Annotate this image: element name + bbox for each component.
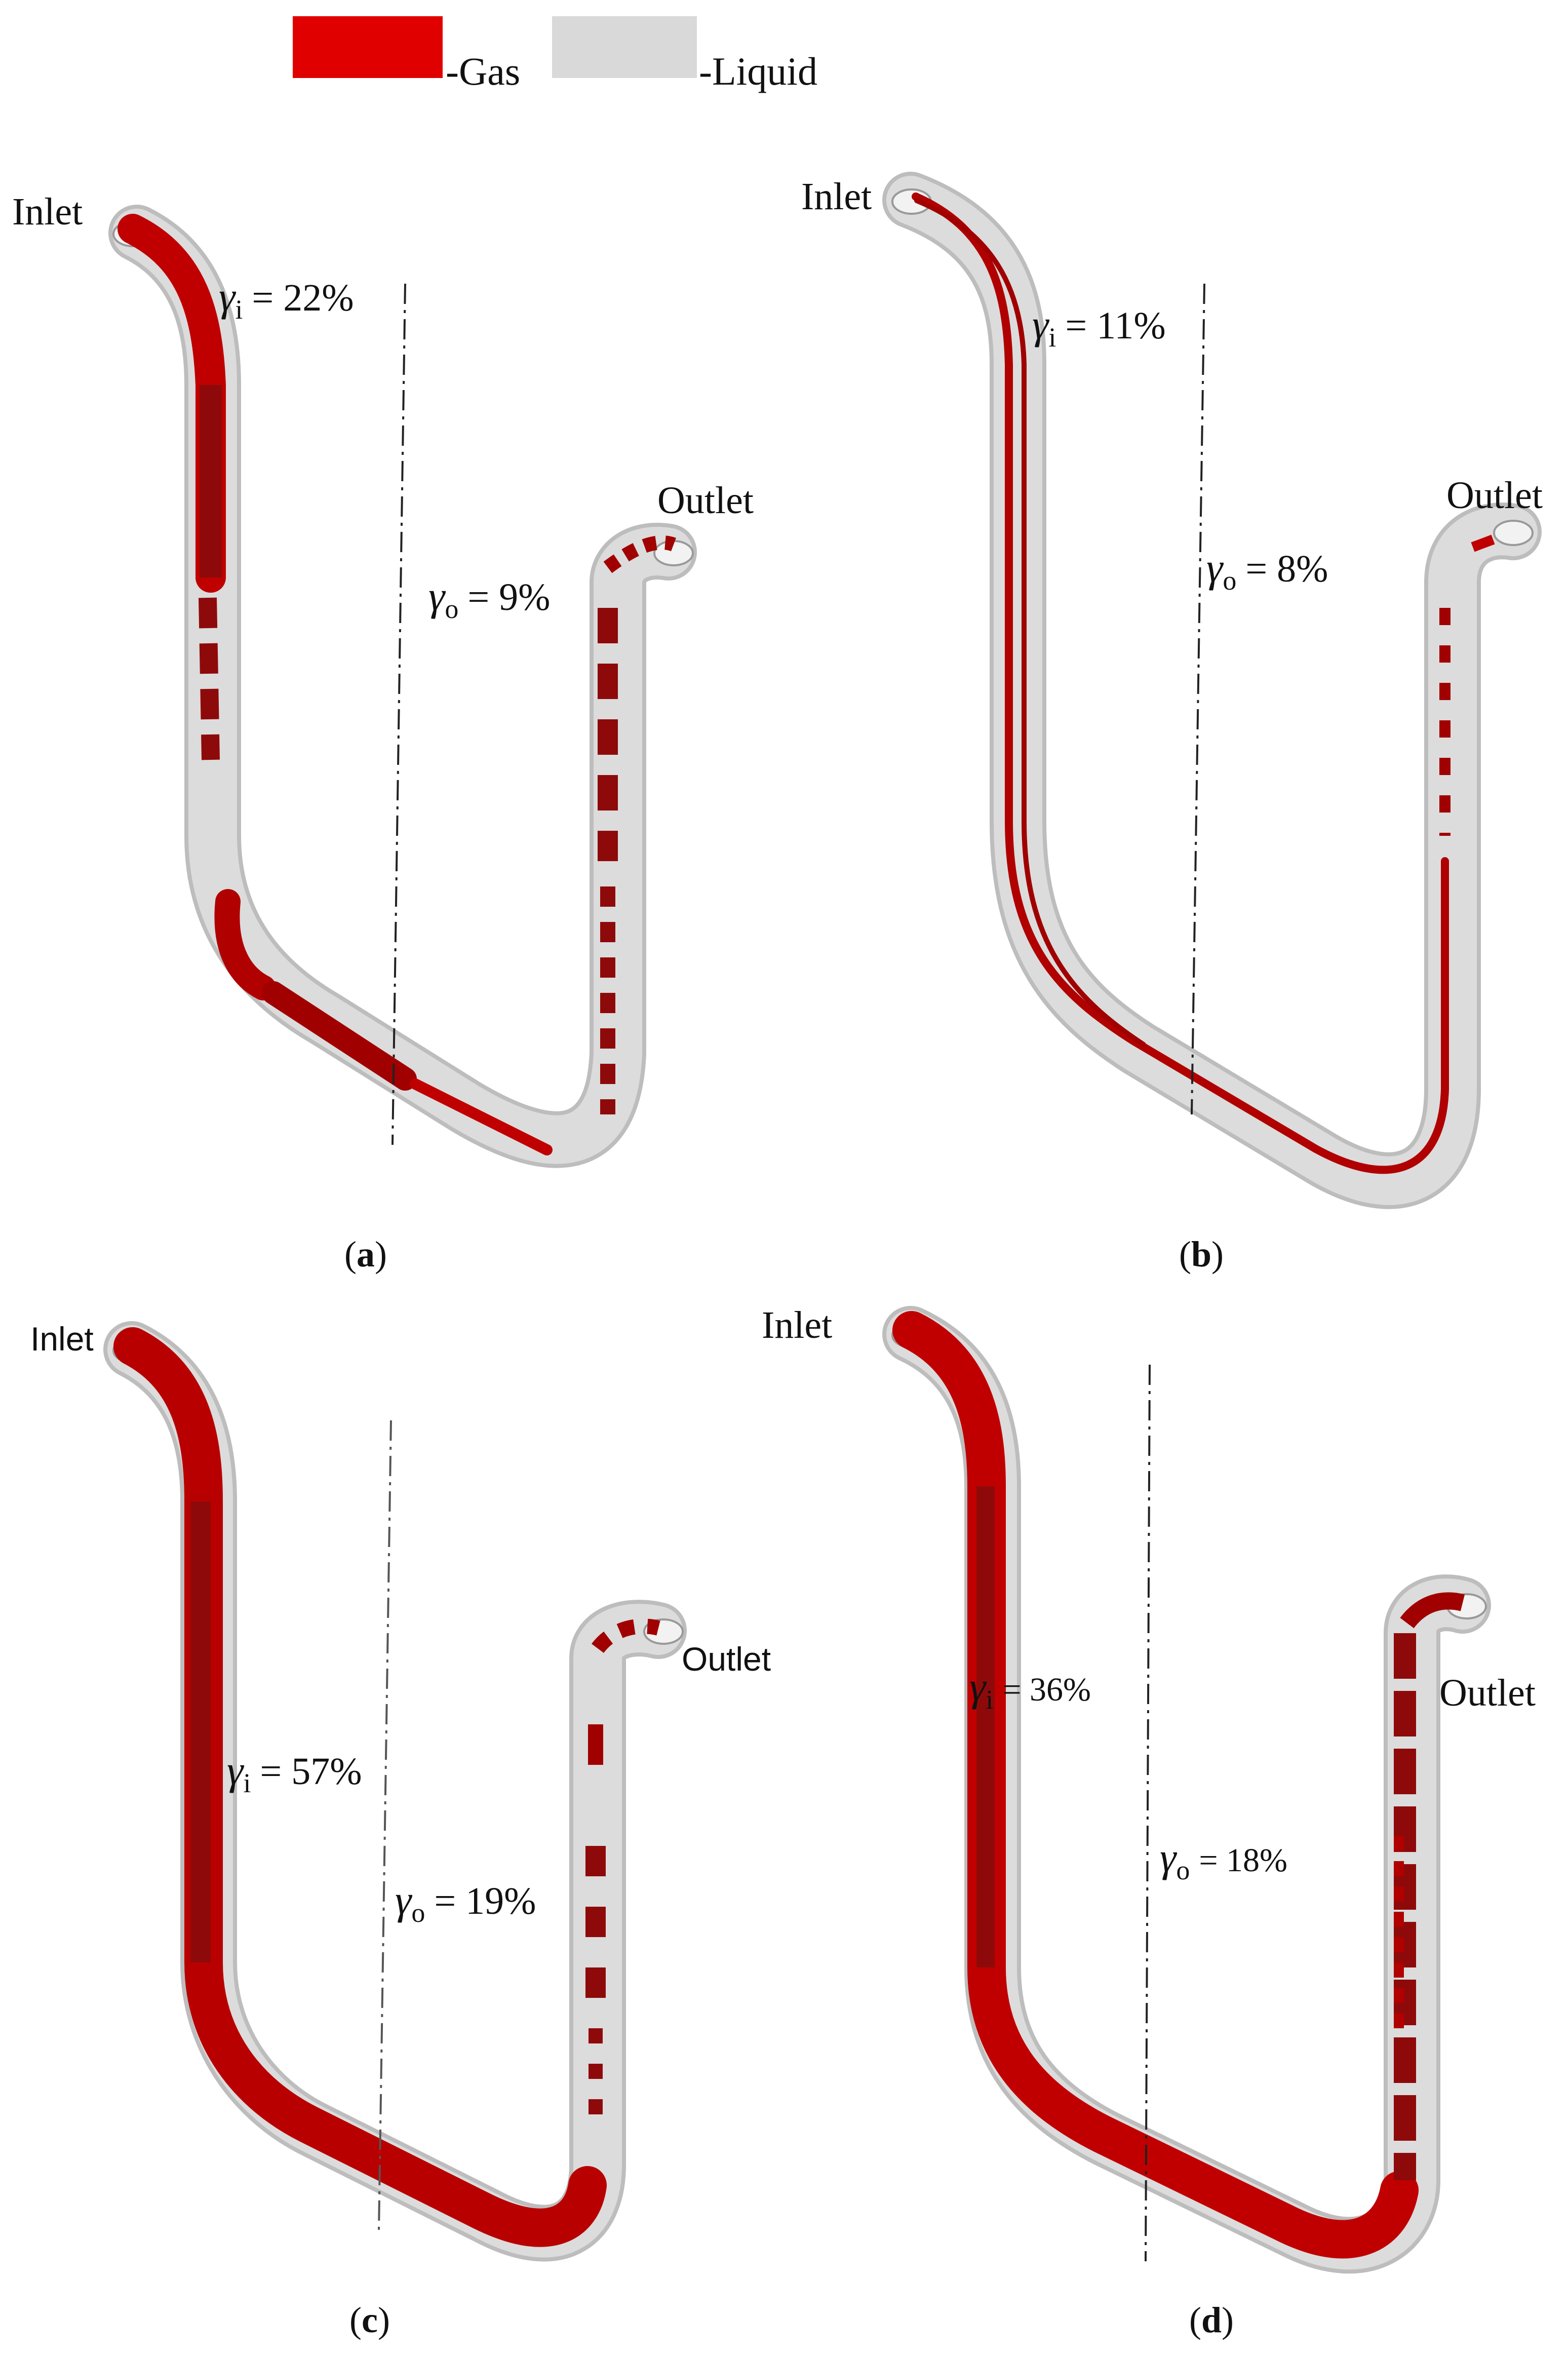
gamma-inlet-c: γi = 57%	[227, 1747, 362, 1797]
inlet-label-a: Inlet	[12, 190, 83, 233]
outlet-label-b: Outlet	[1446, 474, 1543, 517]
panel-d: Inlet Outlet γi= 36% γo= 18% (d)	[762, 1177, 1568, 2354]
legend-liquid-label: -Liquid	[699, 49, 817, 93]
gamma-value: = 9%	[467, 576, 551, 619]
pipe-b	[882, 172, 1542, 1209]
gamma-symbol: γ	[969, 1664, 986, 1710]
outlet-label-a: Outlet	[657, 479, 754, 522]
gamma-value: = 22%	[252, 277, 354, 319]
gamma-inlet-a: γi = 22%	[219, 274, 354, 324]
panel-letter: a	[356, 1234, 375, 1275]
gamma-outlet-c: γo = 19%	[395, 1877, 536, 1927]
gamma-subscript: i	[1048, 322, 1056, 353]
gamma-symbol: γ	[1160, 1834, 1177, 1880]
gamma-subscript: o	[1176, 1855, 1190, 1885]
inlet-label-b: Inlet	[801, 175, 872, 218]
outlet-opening-a	[653, 540, 694, 566]
gamma-symbol: γ	[395, 1877, 412, 1923]
axis-line-d	[1145, 1364, 1151, 2262]
gamma-subscript: o	[445, 594, 459, 624]
outlet-label-c: Outlet	[682, 1640, 771, 1678]
panel-letter: d	[1201, 2300, 1222, 2340]
legend-gas-swatch	[293, 16, 443, 78]
gamma-value: = 19%	[434, 1880, 536, 1922]
gamma-value: = 57%	[260, 1750, 362, 1793]
panel-c: Inlet Outlet γi= 57% γo= 19% (c)	[0, 1177, 784, 2354]
panel-letter: c	[361, 2300, 378, 2340]
gamma-symbol: γ	[428, 573, 445, 619]
gamma-subscript: o	[1223, 565, 1237, 596]
pipe-a	[108, 205, 697, 1168]
gamma-inlet-d: γi = 36%	[969, 1664, 1091, 1714]
panel-caption-d: (d)	[1189, 2300, 1234, 2340]
gamma-inlet-b: γi = 11%	[1032, 301, 1166, 352]
gamma-symbol: γ	[227, 1747, 244, 1793]
axis-line-b	[1191, 283, 1205, 1115]
panel-caption-a: (a)	[344, 1234, 387, 1275]
outlet-opening-b	[1493, 520, 1534, 546]
inlet-label-d: Inlet	[762, 1304, 833, 1346]
inlet-label-c: Inlet	[30, 1320, 94, 1358]
gamma-value: = 36%	[1002, 1671, 1091, 1708]
gamma-symbol: γ	[1032, 301, 1049, 348]
gamma-value: = 11%	[1065, 304, 1166, 347]
axis-line-c	[378, 1420, 392, 2231]
legend-liquid-swatch	[552, 16, 697, 78]
gamma-value: = 18%	[1199, 1842, 1288, 1879]
panel-b: Inlet Outlet γi= 11% γo= 8% (b)	[784, 0, 1568, 1272]
pipe-d	[882, 1306, 1491, 2274]
legend: -Gas -Liquid	[0, 0, 1568, 111]
gamma-subscript: i	[243, 1768, 251, 1798]
panel-caption-c: (c)	[349, 2300, 390, 2340]
gamma-symbol: γ	[219, 274, 236, 320]
gamma-outlet-b: γo = 8%	[1206, 545, 1328, 595]
legend-gas-label: -Gas	[446, 49, 521, 93]
gamma-outlet-a: γo = 9%	[428, 573, 551, 623]
gamma-subscript: i	[235, 294, 243, 325]
panel-a: Inlet Outlet γi= 22% γo= 9% (a)	[0, 0, 784, 1272]
gamma-outlet-d: γo = 18%	[1160, 1834, 1288, 1884]
panel-letter: b	[1191, 1234, 1212, 1275]
pipe-c	[103, 1321, 687, 2262]
gamma-symbol: γ	[1206, 545, 1223, 591]
gamma-value: = 8%	[1245, 548, 1328, 590]
panel-caption-b: (b)	[1179, 1234, 1224, 1275]
gamma-subscript: i	[986, 1684, 994, 1715]
outlet-label-d: Outlet	[1439, 1672, 1536, 1714]
axis-line-a	[391, 283, 406, 1145]
gamma-subscript: o	[411, 1898, 425, 1928]
